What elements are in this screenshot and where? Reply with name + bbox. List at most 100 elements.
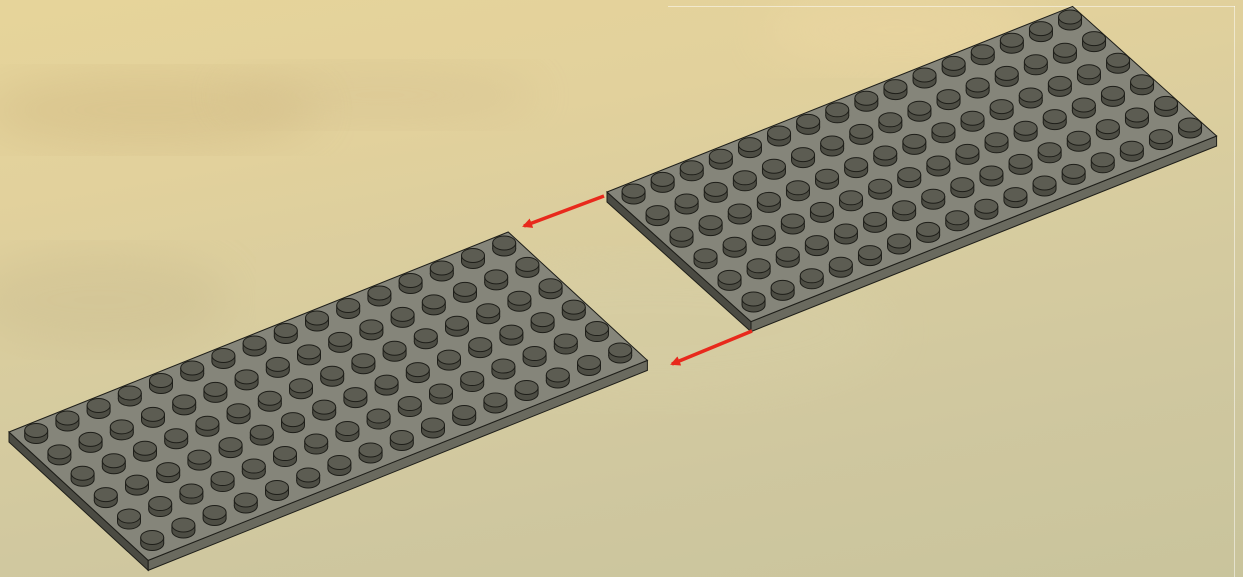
stud [367,409,390,429]
stud [227,404,250,424]
stud [306,311,329,331]
stud [181,361,204,381]
stud [328,455,351,475]
stud [180,484,203,504]
upper-arrow [524,196,604,226]
stud [792,148,815,168]
stud [352,354,375,374]
stud [646,206,669,226]
stud [586,322,609,342]
stud [927,156,950,176]
lower-arrow [672,331,752,364]
stud [1029,22,1052,42]
stud [1179,118,1202,138]
stud [733,171,756,191]
stud [903,134,926,154]
stud [1038,143,1061,163]
stud [932,123,955,143]
stud [71,466,94,486]
stud [453,405,476,425]
stud [675,194,698,214]
stud [375,375,398,395]
stud [1131,75,1154,95]
stud [203,505,226,525]
stud [266,480,289,500]
stud [966,78,989,98]
stud [781,214,804,234]
stud [816,169,839,189]
stud [786,181,809,201]
stud [234,493,257,513]
stud [858,246,881,266]
stud [826,103,849,123]
stud [985,133,1008,153]
front-plate [9,232,647,570]
stud [1024,55,1047,75]
back-plate [607,6,1217,331]
stud [546,368,569,388]
stud [951,178,974,198]
stud [805,236,828,256]
stud [329,332,352,352]
stud [461,372,484,392]
stud [845,158,868,178]
stud [874,146,897,166]
stud [718,270,741,290]
stud [884,80,907,100]
stud [757,192,780,212]
stud [771,280,794,300]
stud [1033,176,1056,196]
stud [1004,188,1027,208]
stud [768,126,791,146]
stud [869,179,892,199]
stud [723,237,746,257]
stud [25,423,48,443]
stud [134,441,157,461]
stud [477,304,500,324]
stud [290,379,313,399]
stud [243,336,266,356]
stud [1091,153,1114,173]
stud [422,295,445,315]
stud [1155,96,1178,116]
stud [344,388,367,408]
stud [274,323,297,343]
stud [829,257,852,277]
stud [1101,86,1124,106]
stud [422,418,445,438]
stud [274,447,297,467]
stud [360,320,383,340]
stud [165,429,188,449]
stud [680,161,703,181]
stud [157,463,180,483]
stud [821,136,844,156]
stud [709,149,732,169]
stud [922,189,945,209]
stud [800,269,823,289]
stud [908,101,931,121]
stud [204,382,227,402]
stud [1077,65,1100,85]
stud [578,355,601,375]
stud [1019,88,1042,108]
stud [1062,164,1085,184]
stud [1009,154,1032,174]
stud [414,329,437,349]
stud [1053,43,1076,63]
stud [196,416,219,436]
stud [298,345,321,365]
stud [235,370,258,390]
stud [172,518,195,538]
stud [913,68,936,88]
stud [956,144,979,164]
stud [776,247,799,267]
stud [810,202,833,222]
stud [1149,130,1172,150]
stud [834,224,857,244]
stud [258,391,281,411]
stud [1014,121,1037,141]
stud [937,90,960,110]
stud [539,279,562,299]
stud [391,307,414,327]
stud [1067,131,1090,151]
